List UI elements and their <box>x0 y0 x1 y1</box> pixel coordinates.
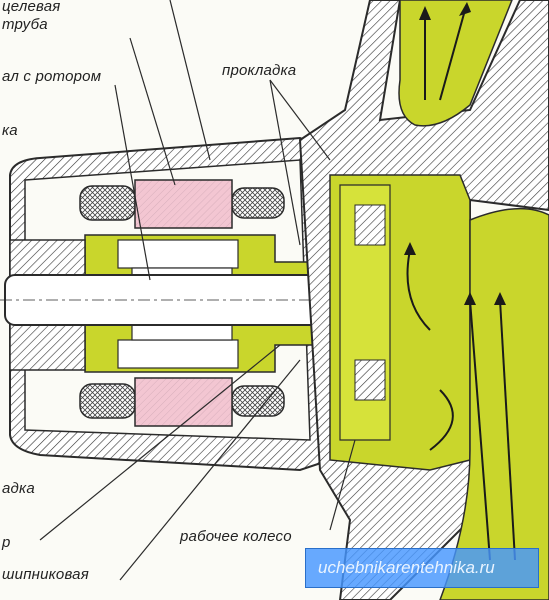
watermark-badge: uchebnikarentehnika.ru <box>305 548 539 588</box>
label-sleeve-tube: целевая труба <box>2 0 61 33</box>
rotor-bottom <box>134 377 233 427</box>
rotor-top <box>134 179 233 229</box>
label-gasket-top: прокладка <box>222 62 297 79</box>
label-gasket-bottom: адка <box>2 480 35 497</box>
label-shaft-with-rotor: ал с ротором <box>2 68 102 85</box>
outlet-flow <box>398 0 513 127</box>
stator-winding-top <box>79 185 136 221</box>
label-left-fragment-ka: ка <box>2 122 18 139</box>
label-left-fragment-r: р <box>2 534 11 551</box>
label-bearing: шипниковая <box>2 566 89 583</box>
watermark-text: uchebnikarentehnika.ru <box>318 558 495 577</box>
label-impeller: рабочее колесо <box>180 528 292 545</box>
stator-winding-bottom <box>79 383 136 419</box>
